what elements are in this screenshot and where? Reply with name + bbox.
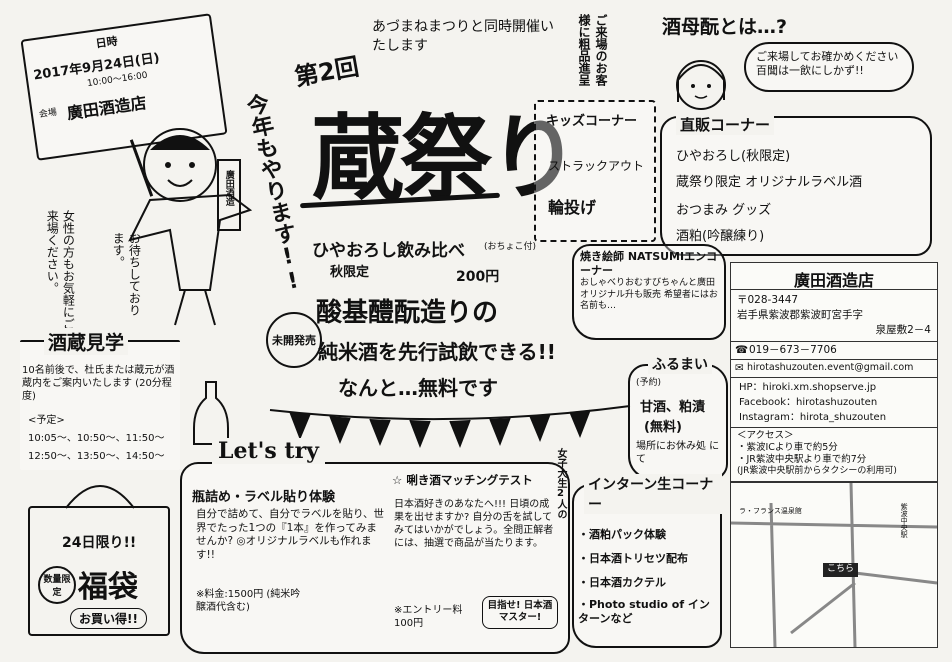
tour-box: 酒蔵見学 10名前後で、杜氏または蔵元が酒蔵内をご案内いたします (20分程度)…	[20, 328, 180, 470]
hiyaoroshi-heading: ひやおろし飲み比べ	[312, 241, 465, 261]
fukubukuro-bag	[28, 506, 170, 636]
kids-heading: キッズコーナー	[546, 114, 638, 129]
joint-event: あづまねまつりと同時開催いたします	[372, 19, 554, 54]
venue-label: 会場	[38, 107, 58, 121]
brewery-info-panel: 廣田酒造店 〒028-3447 岩手県紫波郡紫波町宮手字 泉屋敷2－4 ☎ 01…	[730, 262, 938, 482]
brewery-instagram: Instagram：hirota_shuzouten	[739, 412, 887, 423]
shubodai-bubble: ご来場してお確かめください 百聞は一飲にしかず!!	[744, 42, 914, 92]
direct-sales-item: 蔵祭り限定 オリジナルラベル酒	[676, 175, 863, 190]
happi-text: 廣田酒造	[223, 170, 234, 206]
access-heading: ＜アクセス＞	[737, 430, 794, 441]
item1-title: 瓶詰め・ラベル貼り体験	[192, 490, 336, 505]
lets-try-heading: Let's try	[212, 438, 325, 464]
date-label: 日時	[94, 34, 119, 51]
kids-item: ストラックアウト	[548, 159, 645, 173]
furumai-note: 場所にお休み処 にて	[636, 441, 720, 465]
mascot-illustration	[128, 128, 253, 326]
furumai-heading: ふるまい	[648, 354, 712, 374]
furumai-box: ふるまい (予約) 甘酒、粕漬 (無料) 場所にお休み処 にて	[628, 354, 728, 480]
phone-icon: ☎	[735, 344, 749, 356]
brewery-address: 泉屋敷2－4	[875, 324, 931, 336]
intern-item: ・酒粕パック体験	[578, 528, 666, 541]
shubo-line1: 酸基醴酛造りの	[316, 298, 499, 328]
direct-sales-heading: 直販コーナー	[676, 114, 775, 135]
women-note: 女性の方もお気軽にご来場ください。	[45, 210, 76, 330]
girl-face-illustration	[676, 60, 726, 110]
tour-time: 12:50～、13:50～、14:50～	[28, 451, 165, 462]
hiyaoroshi-price: 200円	[456, 269, 500, 285]
brewery-postal: 〒028-3447	[737, 294, 799, 306]
item1-price: ※料金:1500円 (純米吟醸酒代含む)	[196, 589, 301, 613]
access-item: ・紫波ICより車で約5分	[737, 442, 838, 453]
map-here-label: こちら	[823, 563, 859, 577]
tour-text: 10名前後で、杜氏または蔵元が酒蔵内をご案内いたします (20分程度)	[22, 365, 175, 402]
intern-item: ・日本酒トリセツ配布	[578, 552, 688, 565]
yakitori-box: 焼き絵師 NATSUMIエンコーナー おしゃべりおむすびちゃんと廣田オリジナル升…	[572, 244, 726, 340]
item2-title: ☆ 唎き酒マッチングテスト	[392, 473, 533, 487]
map-label: 紫波中央駅	[900, 503, 909, 538]
kids-corner: キッズコーナー ストラックアウト 輪投げ	[534, 100, 656, 242]
mail-icon: ✉	[735, 362, 744, 374]
map-label: ラ・フランス温泉館	[739, 507, 802, 515]
intern-item: ・Photo studio of インターンなど	[578, 598, 710, 626]
intern-box: インターン生コーナー ・酒粕パック体験 ・日本酒トリセツ配布 ・日本酒カクテル …	[572, 474, 722, 648]
intern-heading: インターン生コーナー	[584, 474, 722, 514]
item2-text: 日本酒好きのあなたへ!!! 日頃の成果を出せますか? 自分の舌を試してみてはいか…	[394, 499, 554, 549]
direct-sales-item: おつまみ グッズ	[676, 203, 772, 218]
brewery-hp: HP：hiroki.xm.shopserve.jp	[739, 382, 877, 393]
access-item: ・JR紫波中央駅より車で約7分	[737, 454, 867, 465]
shubo-line2: 純米酒を先行試飲できる!!	[318, 340, 556, 364]
item2-price: ※エントリー料 100円	[394, 605, 463, 629]
yakitori-heading: 焼き絵師 NATSUMIエンコーナー	[580, 250, 718, 278]
brewery-facebook: Facebook：hirotashuzouten	[739, 397, 878, 408]
fukubukuro-badge: お買い得!!	[70, 608, 147, 629]
shubo-badge: 未開発売	[266, 312, 322, 368]
brewery-name: 廣田酒造店	[793, 271, 874, 290]
item1-text: 自分で詰めて、自分でラベルを貼り、世界でたった1つの『1本』を作ってみませんか?…	[196, 508, 385, 561]
direct-sales-box: 直販コーナー ひやおろし(秋限定) 蔵祭り限定 オリジナルラベル酒 おつまみ グ…	[660, 114, 932, 256]
tour-heading: 酒蔵見学	[44, 328, 129, 355]
access-item: (JR紫波中央駅前からタクシーの利用可)	[737, 466, 897, 476]
shubodai-heading: 酒母酛とは…?	[662, 16, 788, 38]
gift-note: ご来場のお客様に粗品進呈	[577, 14, 608, 86]
intern-note: 女子大生2人の	[555, 448, 566, 519]
access-map: ラ・フランス温泉館 こちら 紫波中央駅	[730, 482, 938, 648]
venue-name: 廣田酒造店	[65, 93, 148, 124]
intern-item: ・日本酒カクテル	[578, 576, 666, 589]
yakitori-text: おしゃべりおむすびちゃんと廣田オリジナル升も販売 希望者にはお名前も…	[580, 278, 718, 312]
kids-item: 輪投げ	[548, 198, 597, 217]
furumai-item: (無料)	[644, 420, 682, 435]
item2-badge: 目指せ! 日本酒マスター!	[482, 596, 558, 629]
waiting-note: お待ちしております。	[111, 232, 142, 316]
tour-time: 10:05～、10:50～、11:50～	[28, 433, 165, 444]
brewery-email: hirotashuzouten.event@gmail.com	[747, 362, 914, 373]
bag-handle-illustration	[65, 485, 135, 509]
brewery-address: 岩手県紫波郡紫波町宮手字	[737, 309, 863, 321]
direct-sales-item: 酒粕(吟醸練り)	[676, 229, 765, 244]
fukubukuro-title: 福袋	[78, 570, 138, 605]
brewery-phone: 019－673－7706	[749, 344, 837, 356]
tour-schedule-label: <予定>	[28, 415, 65, 426]
fukubukuro-limit: 24日限り!!	[62, 535, 137, 551]
hiyaoroshi-note: (おちょこ付)	[484, 242, 537, 252]
hiyaoroshi-limited: 秋限定	[330, 265, 370, 280]
furumai-item: 甘酒、粕漬	[640, 400, 706, 415]
direct-sales-item: ひやおろし(秋限定)	[676, 149, 791, 164]
shubo-line3: なんと…無料です	[338, 376, 498, 400]
lets-try-box: Let's try 瓶詰め・ラベル貼り体験 自分で詰めて、自分でラベルを貼り、世…	[180, 438, 570, 654]
furumai-tag: (予約)	[636, 378, 662, 388]
fukubukuro-tag: 数量限定	[38, 566, 76, 604]
